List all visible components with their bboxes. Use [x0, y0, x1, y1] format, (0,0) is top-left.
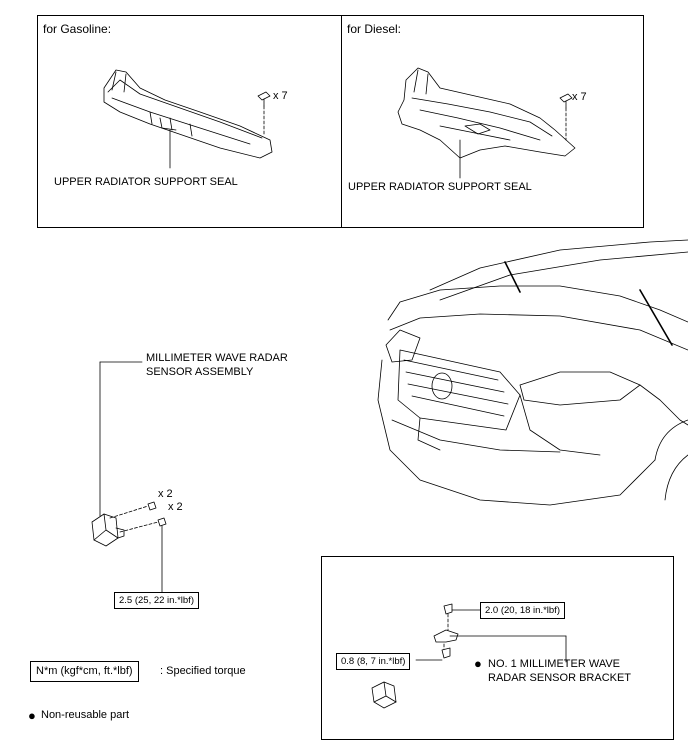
diesel-seal-illustration	[397, 67, 576, 179]
sensor-bolt-quantity-b: x 2	[168, 501, 183, 513]
sensor-assembly-label-line2: SENSOR ASSEMBLY	[146, 366, 254, 378]
legend-nonreusable-dot-icon: ●	[28, 708, 36, 723]
bracket-torque-lower: 0.8 (8, 7 in.*lbf)	[336, 653, 411, 670]
bracket-label-line2: RADAR SENSOR BRACKET	[488, 672, 632, 684]
sensor-bolt-quantity-a: x 2	[158, 488, 173, 500]
legend-torque-unit: N*m (kgf*cm, ft.*lbf)	[30, 661, 139, 682]
diesel-clip-illustration	[559, 93, 573, 141]
vehicle-illustration	[377, 239, 688, 506]
diesel-title: for Diesel:	[347, 22, 402, 36]
gasoline-clip-illustration	[257, 91, 271, 137]
gasoline-title: for Gasoline:	[43, 22, 112, 36]
sensor-assembly-label-line1: MILLIMETER WAVE RADAR	[146, 352, 288, 364]
legend-nonreusable-label: Non-reusable part	[41, 709, 130, 721]
nonreusable-dot-marker: ●	[474, 656, 482, 671]
sensor-assembly-illustration	[91, 361, 167, 593]
bracket-illustration	[371, 603, 567, 709]
sensor-torque-value: 2.5 (25, 22 in.*lbf)	[114, 592, 199, 609]
bracket-torque-upper: 2.0 (20, 18 in.*lbf)	[480, 602, 565, 619]
gasoline-seal-illustration	[103, 69, 273, 169]
diesel-clip-quantity: x 7	[572, 91, 587, 103]
gasoline-seal-label: UPPER RADIATOR SUPPORT SEAL	[54, 176, 238, 188]
diesel-seal-label: UPPER RADIATOR SUPPORT SEAL	[348, 181, 532, 193]
bracket-label-line1: NO. 1 MILLIMETER WAVE	[488, 658, 621, 670]
legend-torque-description: : Specified torque	[160, 665, 246, 677]
gasoline-clip-quantity: x 7	[273, 90, 288, 102]
detail-panel	[321, 556, 674, 740]
